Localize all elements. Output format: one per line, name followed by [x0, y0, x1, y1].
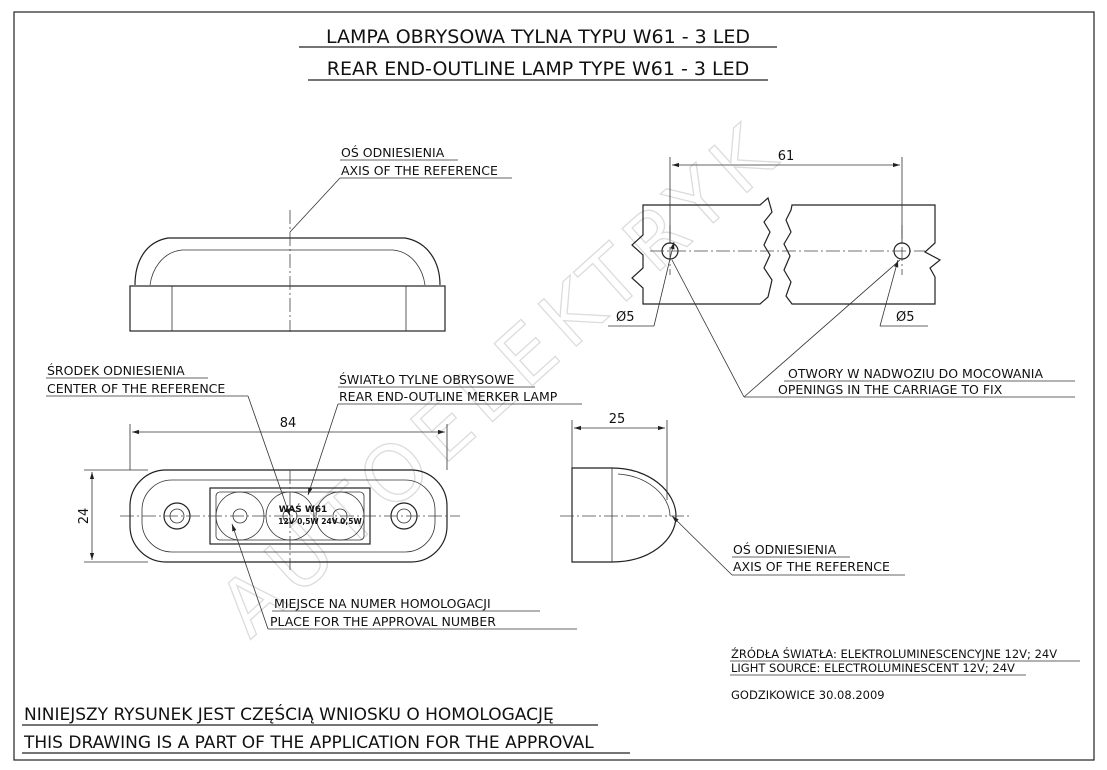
side-view-dome	[134, 237, 441, 286]
dim-25-value: 25	[609, 412, 626, 427]
dim-84-value: 84	[280, 416, 297, 431]
drawing-frame	[13, 11, 1095, 761]
center-leader	[247, 395, 291, 517]
date-label: GODZIKOWICE 30.08.2009	[731, 688, 885, 702]
light-source-en: LIGHT SOURCE: ELECTROLUMINESCENT 12V; 24…	[731, 661, 1015, 675]
side-view-inner-edge-left	[149, 249, 183, 286]
side-view: OŚ ODNIESIENIA AXIS OF THE REFERENCE	[129, 145, 512, 332]
hole-right-leader	[879, 259, 899, 327]
hole-left-leader	[653, 241, 675, 327]
mounting-view: 61 Ø5 Ø5 OTWORY W NADWOZIU DO MOCOWANIA …	[608, 149, 1075, 398]
side-view-axis-label-pl: OŚ ODNIESIENIA	[341, 145, 445, 160]
profile-view: 25 OŚ ODNIESIENIA AXIS OF THE REFERENCE	[560, 412, 905, 576]
lamp-label-en: REAR END-OUTLINE MERKER LAMP	[339, 389, 558, 404]
center-label-en: CENTER OF THE REFERENCE	[47, 381, 225, 396]
dim-61-value: 61	[778, 149, 795, 164]
hole-left-diameter: Ø5	[616, 310, 635, 325]
profile-axis-leader	[671, 515, 733, 576]
approval-leader	[231, 523, 269, 630]
approval-label-pl: MIEJSCE NA NUMER HOMOLOGACJI	[274, 596, 491, 611]
openings-label-pl: OTWORY W NADWOZIU DO MOCOWANIA	[788, 366, 1043, 381]
openings-leader-left	[671, 259, 745, 398]
side-view-base	[129, 285, 446, 332]
center-label-pl: ŚRODEK ODNIESIENIA	[47, 363, 185, 378]
side-view-axis-label-en: AXIS OF THE REFERENCE	[341, 163, 498, 178]
lamp-marking-line-2: 12V 0,5W 24V 0,5W	[278, 517, 362, 526]
side-view-inner-edge-right	[392, 249, 426, 286]
profile-view-body	[571, 467, 677, 563]
profile-view-lens-edge	[617, 473, 671, 517]
mounting-panel-right	[783, 204, 942, 305]
footer-line-1: NINIEJSZY RYSUNEK JEST CZĘŚCIĄ WNIOSKU O…	[24, 703, 554, 725]
footer-line-2: THIS DRAWING IS A PART OF THE APPLICATIO…	[23, 733, 594, 753]
mounting-panel-left	[631, 196, 773, 305]
light-source-pl: ŹRÓDŁA ŚWIATŁA: ELEKTROLUMINESCENCYJNE 1…	[731, 646, 1057, 661]
hole-right-diameter: Ø5	[896, 310, 915, 325]
title-line-2: REAR END-OUTLINE LAMP TYPE W61 - 3 LED	[327, 58, 749, 80]
profile-axis-label-pl: OŚ ODNIESIENIA	[733, 542, 837, 557]
approval-label-en: PLACE FOR THE APPROVAL NUMBER	[270, 614, 496, 629]
side-view-axis-leader	[289, 177, 341, 233]
profile-axis-label-en: AXIS OF THE REFERENCE	[733, 559, 890, 574]
lamp-label-pl: ŚWIATŁO TYLNE OBRYSOWE	[339, 372, 515, 387]
lamp-leader	[307, 403, 339, 496]
openings-label-en: OPENINGS IN THE CARRIAGE TO FIX	[778, 382, 1003, 397]
dim-24-value: 24	[77, 508, 92, 525]
openings-leader-right	[743, 259, 901, 398]
front-view: WAŚ W61 12V 0,5W 24V 0,5W 84 24 ŚRODEK O…	[46, 363, 582, 630]
lamp-marking-line-1: WAŚ W61	[279, 503, 328, 515]
title-line-1: LAMPA OBRYSOWA TYLNA TYPU W61 - 3 LED	[326, 26, 750, 48]
